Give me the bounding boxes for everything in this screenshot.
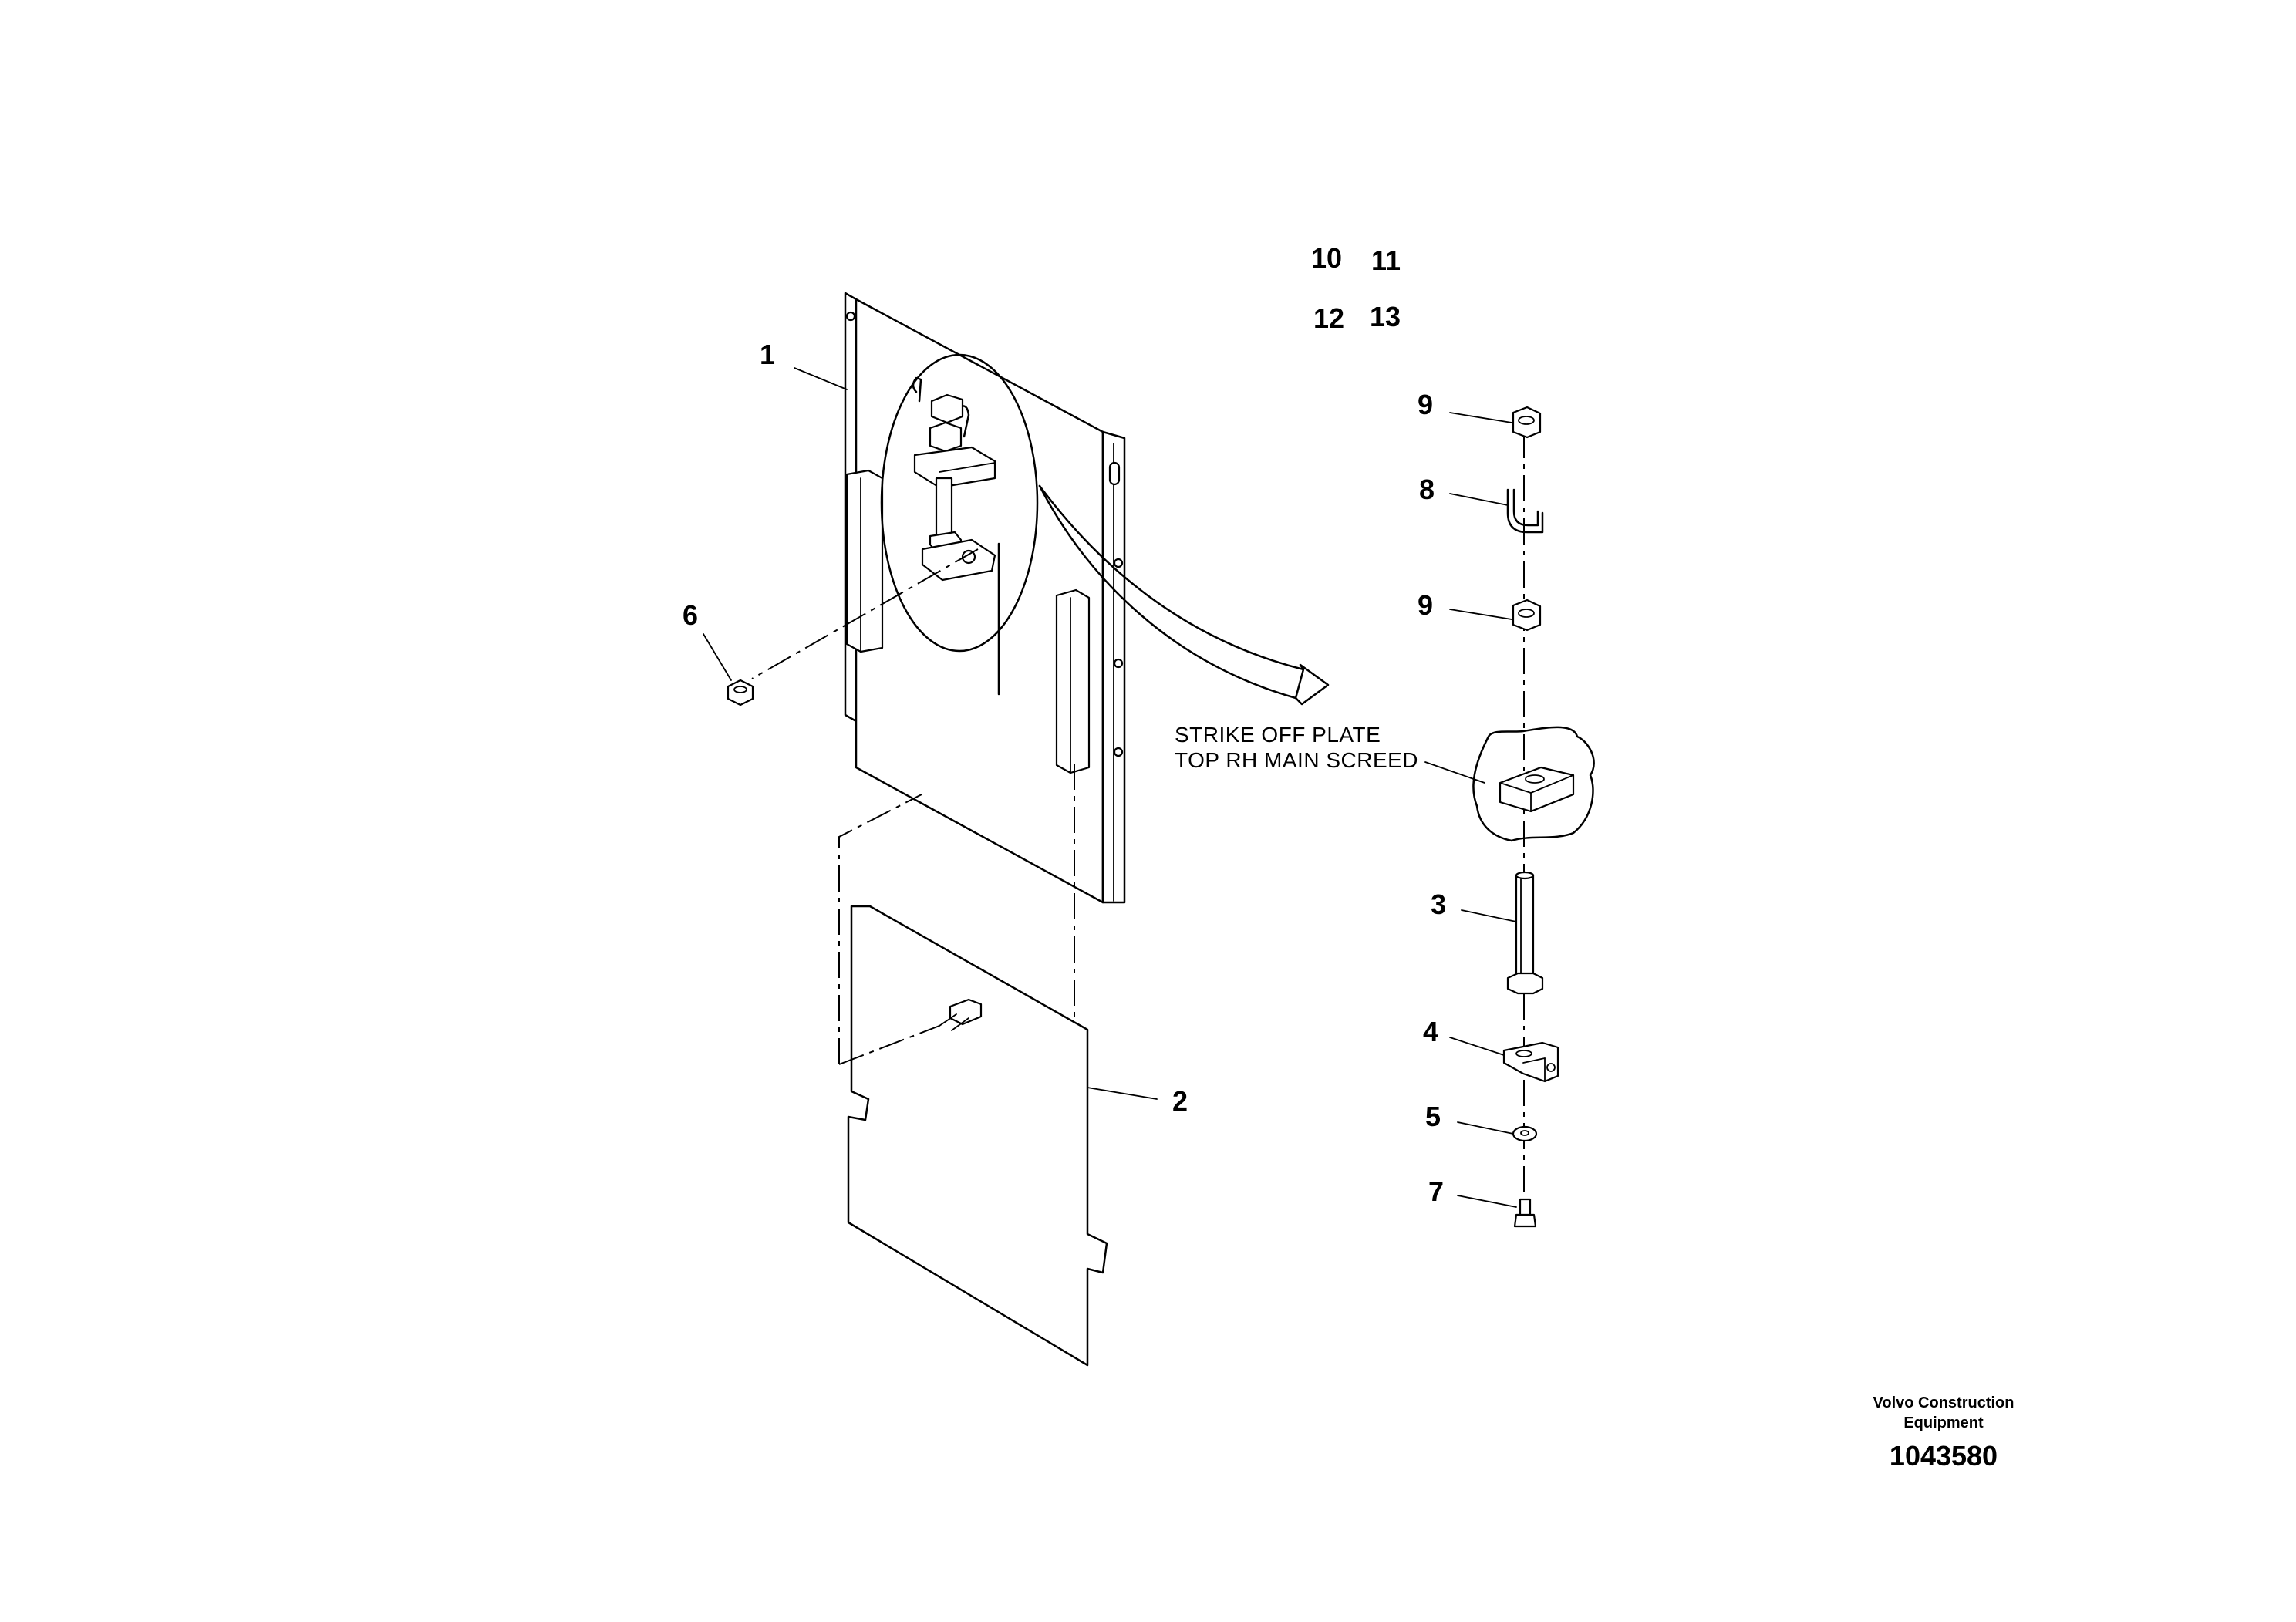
callout-4: 4: [1423, 1016, 1438, 1047]
callout-labels: 1 2 3 4 5 6 7 8 9 9 10 11 12 13: [683, 242, 1446, 1207]
callout-9-bottom: 9: [1418, 589, 1433, 621]
detail-note: STRIKE OFF PLATE TOP RH MAIN SCREED: [1175, 723, 1418, 772]
note-line-2: TOP RH MAIN SCREED: [1175, 748, 1418, 772]
callout-leaders: [703, 367, 1517, 1208]
bolt-on-plate: [939, 998, 983, 1031]
screed-panel: [844, 292, 1126, 904]
adjuster-bolt-3: [1506, 871, 1544, 995]
note-line-1: STRIKE OFF PLATE: [1175, 723, 1381, 747]
callout-6: 6: [683, 599, 698, 631]
callout-5: 5: [1425, 1101, 1441, 1132]
exploded-stack: [1472, 406, 1595, 1228]
document-number: 1043580: [1890, 1440, 1998, 1472]
callout-12: 12: [1313, 302, 1344, 334]
detail-circle: [880, 353, 1039, 653]
angle-bracket-4: [1502, 1041, 1559, 1083]
washer-5: [1512, 1125, 1538, 1142]
callout-2: 2: [1172, 1085, 1188, 1117]
assembly-centerlines: [751, 548, 1075, 1065]
nut-6: [727, 679, 754, 706]
screw-7: [1513, 1198, 1537, 1228]
callout-7: 7: [1428, 1175, 1444, 1207]
detail-arrow: [1038, 484, 1330, 706]
u-bolt-8: [1506, 488, 1544, 534]
adjuster-assembly-detail: [912, 376, 996, 582]
brand-line-2: Equipment: [1903, 1415, 1984, 1431]
callout-11: 11: [1371, 244, 1401, 276]
nut-9-top: [1512, 406, 1542, 439]
title-block: Volvo Construction Equipment 1043580: [1873, 1394, 2014, 1472]
callout-9-top: 9: [1418, 389, 1433, 420]
callout-10: 10: [1311, 242, 1342, 274]
brand-line-1: Volvo Construction: [1873, 1394, 2014, 1411]
callout-8: 8: [1419, 474, 1435, 505]
strike-off-plate: [847, 905, 1108, 1367]
nut-9-bottom: [1512, 599, 1542, 632]
callout-3: 3: [1431, 889, 1446, 920]
strike-off-block-detail: [1472, 726, 1595, 842]
callout-13: 13: [1370, 301, 1401, 332]
callout-1: 1: [760, 339, 775, 370]
